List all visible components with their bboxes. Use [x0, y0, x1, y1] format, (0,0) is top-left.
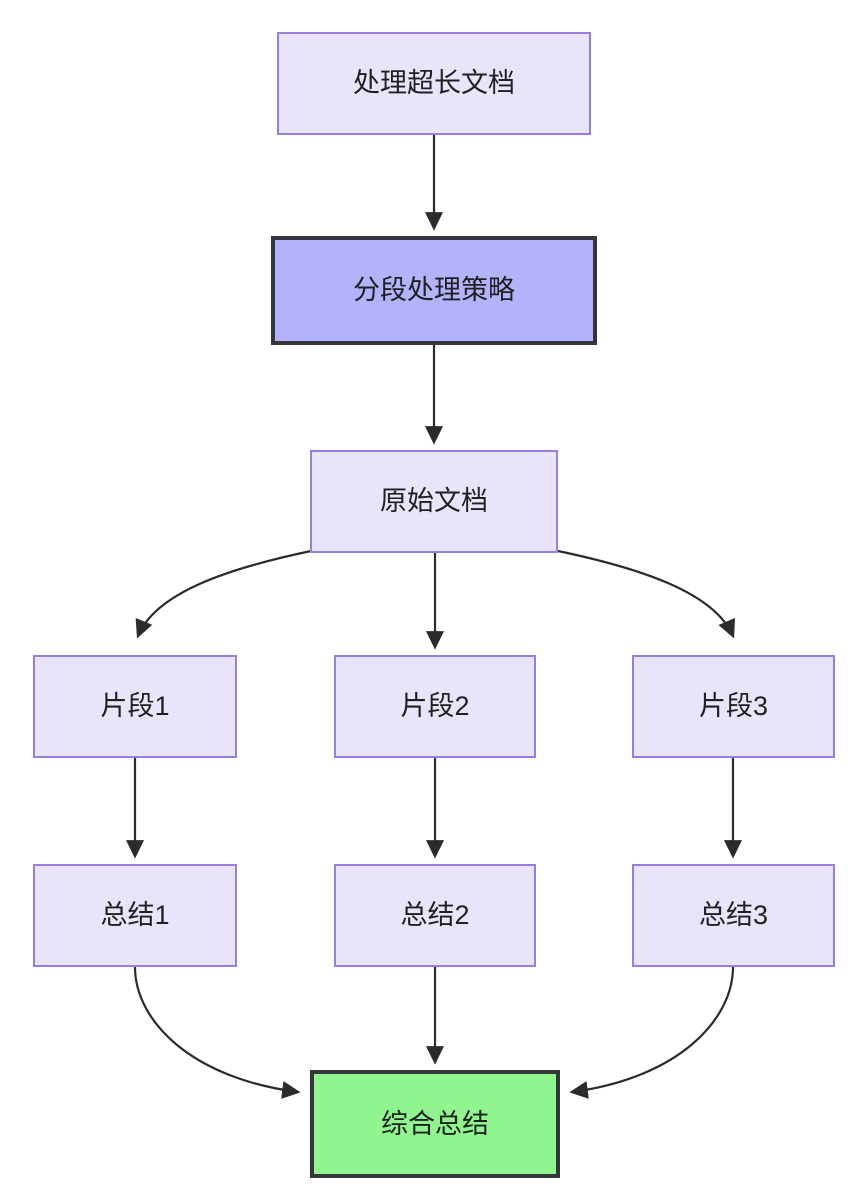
- node-segment-3[interactable]: 片段3: [632, 655, 835, 758]
- node-final-summary[interactable]: 综合总结: [310, 1070, 560, 1178]
- node-segment-1[interactable]: 片段1: [33, 655, 237, 758]
- node-strategy[interactable]: 分段处理策略: [271, 236, 597, 345]
- node-strategy-label: 分段处理策略: [353, 275, 515, 306]
- node-summary-2[interactable]: 总结2: [334, 864, 536, 967]
- node-summary-1[interactable]: 总结1: [33, 864, 237, 967]
- node-summary-3[interactable]: 总结3: [632, 864, 835, 967]
- node-summary-3-label: 总结3: [698, 900, 769, 931]
- node-segment-2-label: 片段2: [400, 691, 470, 722]
- edge-sum1-final: [133, 966, 301, 1099]
- node-source-doc[interactable]: 原始文档: [310, 450, 558, 553]
- node-doc[interactable]: 处理超长文档: [277, 32, 591, 135]
- edge-source-seg3: [557, 549, 735, 639]
- node-summary-2-label: 总结2: [400, 900, 470, 931]
- edge-source-seg1: [135, 549, 312, 639]
- node-doc-label: 处理超长文档: [353, 68, 515, 99]
- node-source-doc-label: 原始文档: [380, 486, 488, 517]
- node-segment-3-label: 片段3: [698, 691, 769, 722]
- edge-sum3-final: [569, 966, 735, 1099]
- node-summary-1-label: 总结1: [100, 900, 170, 931]
- node-segment-1-label: 片段1: [100, 691, 170, 722]
- node-segment-2[interactable]: 片段2: [334, 655, 536, 758]
- node-final-summary-label: 综合总结: [381, 1108, 489, 1139]
